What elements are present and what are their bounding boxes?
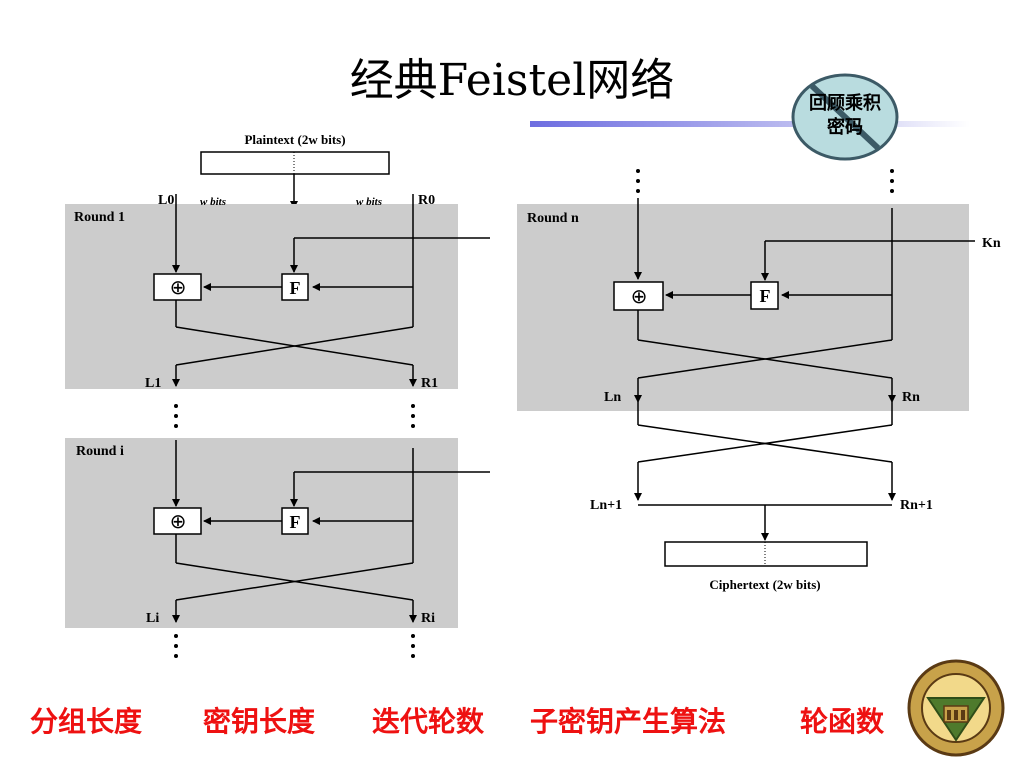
kn-label: Kn bbox=[982, 236, 1001, 251]
bottom-keywords: 分组长度 密钥长度 迭代轮数 子密钥产生算法 轮函数 bbox=[0, 700, 1024, 740]
university-seal-icon bbox=[907, 659, 1005, 757]
plaintext-box bbox=[200, 151, 390, 175]
ciphertext-label: Ciphertext (2w bits) bbox=[709, 577, 820, 592]
round1-xor-box bbox=[153, 273, 202, 301]
r0-label: R0 bbox=[418, 193, 435, 208]
slide-title: 经典Feistel网络 bbox=[349, 55, 675, 106]
roundi-panel bbox=[65, 438, 458, 628]
round1-f-box bbox=[281, 273, 309, 301]
ln-label: Ln bbox=[604, 390, 621, 405]
roundi-label: Round i bbox=[76, 444, 124, 459]
plaintext-label: Plaintext (2w bits) bbox=[244, 132, 345, 147]
l0-label: L0 bbox=[158, 193, 174, 208]
ri-label: Ri bbox=[421, 611, 435, 626]
ellipsis-dots-left-2 bbox=[174, 634, 415, 658]
keyword-key-length: 密钥长度 bbox=[203, 705, 316, 738]
ellipsis-dots-right-top bbox=[636, 169, 894, 193]
ellipsis-dots-left-1 bbox=[174, 404, 415, 428]
keyword-round-function: 轮函数 bbox=[800, 705, 885, 738]
roundn-panel bbox=[517, 204, 969, 411]
roundi-xor-label: ⊕ bbox=[170, 509, 187, 533]
round1-panel bbox=[65, 204, 458, 389]
wbits-left-label: w bits bbox=[200, 196, 226, 208]
ciphertext-box bbox=[664, 541, 868, 567]
li-label: Li bbox=[146, 611, 159, 626]
ln1-label: Ln+1 bbox=[590, 498, 622, 513]
rn-label: Rn bbox=[902, 390, 920, 405]
wbits-right-label: w bits bbox=[356, 196, 382, 208]
keyword-rounds: 迭代轮数 bbox=[372, 705, 485, 738]
roundn-f-label: F bbox=[760, 286, 771, 306]
roundi-f-label: F bbox=[290, 512, 301, 532]
rn1-label: Rn+1 bbox=[900, 498, 933, 513]
roundn-label: Round n bbox=[527, 211, 579, 226]
roundi-f-box bbox=[281, 507, 309, 535]
circle-slash-icon bbox=[791, 73, 899, 161]
roundi-xor-box bbox=[153, 507, 202, 535]
keyword-block-length: 分组长度 bbox=[30, 705, 143, 738]
round1-xor-label: ⊕ bbox=[170, 275, 187, 299]
round1-f-label: F bbox=[290, 278, 301, 298]
roundn-xor-box bbox=[613, 281, 664, 311]
roundn-xor-label: ⊕ bbox=[631, 284, 648, 308]
round1-label: Round 1 bbox=[74, 210, 125, 225]
title-underline-bar bbox=[530, 121, 970, 127]
badge-label: 回顾乘积 密码 bbox=[790, 92, 900, 140]
feistel-diagram: Plaintext (2w bits) Round 1 L0 R0 w bits… bbox=[65, 132, 1001, 658]
badge-line1: 回顾乘积 bbox=[809, 93, 881, 114]
l1-label: L1 bbox=[145, 376, 161, 391]
keyword-subkey-generation: 子密钥产生算法 bbox=[530, 705, 727, 738]
badge-line2: 密码 bbox=[827, 117, 863, 138]
r1-label: R1 bbox=[421, 376, 438, 391]
